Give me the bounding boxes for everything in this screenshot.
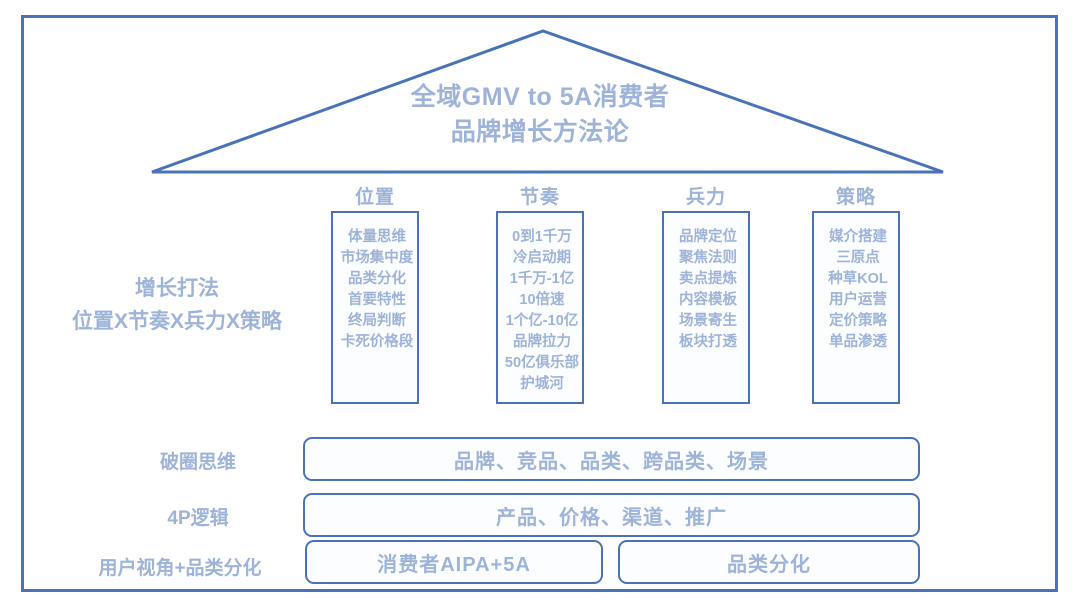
pillar-item: 护城河 (520, 376, 564, 392)
pillar-header: 位置 (354, 187, 395, 208)
pillar-box: 媒介搭建 三原点 种草KOL 用户运营 定价策略 单品渗透 (812, 211, 900, 404)
row-box-breakthrough: 品牌、竞品、品类、跨品类、场景 (303, 437, 920, 481)
pillar-item: 首要特性 (348, 292, 406, 308)
pillar-item: 定价策略 (829, 313, 887, 329)
pillar-item: 三原点 (836, 250, 880, 266)
row-box-4p: 产品、价格、渠道、推广 (303, 493, 920, 537)
pillar-header: 兵力 (685, 187, 726, 208)
growth-label-line-2: 位置X节奏X兵力X策略 (71, 310, 283, 333)
row-label-4p: 4P逻辑 (167, 508, 229, 529)
growth-label-line-1: 增长打法 (135, 277, 219, 300)
pillar-item: 0到1千万 (512, 229, 572, 245)
pillar-item: 单品渗透 (829, 334, 887, 350)
roof-triangle (151, 29, 944, 174)
pillar-item: 媒介搭建 (829, 229, 887, 245)
pillar-item: 1个亿-10亿 (505, 313, 579, 329)
row-box-category-differentiation: 品类分化 (618, 540, 920, 584)
page-title: 全域GMV to 5A消费者 品牌增长方法论 (0, 80, 1080, 150)
row-label-user-perspective: 用户视角+品类分化 (98, 558, 262, 579)
pillar-item: 50亿俱乐部 (504, 355, 580, 371)
pillar-item: 卖点提炼 (679, 271, 737, 287)
pillar-box: 体量思维 市场集中度 品类分化 首要特性 终局判断 卡死价格段 (331, 211, 419, 404)
pillar-item: 聚焦法则 (679, 250, 737, 266)
pillar-box: 品牌定位 聚焦法则 卖点提炼 内容模板 场景寄生 板块打透 (662, 211, 750, 404)
pillar-item: 1千万-1亿 (509, 271, 575, 287)
pillar-item-list: 品牌定位 聚焦法则 卖点提炼 内容模板 场景寄生 板块打透 (664, 213, 752, 353)
pillar-item: 市场集中度 (340, 250, 414, 266)
row-box-aipa-5a: 消费者AIPA+5A (305, 540, 603, 584)
growth-strategy-label: 增长打法 位置X节奏X兵力X策略 (32, 272, 322, 338)
pillar-item-list: 媒介搭建 三原点 种草KOL 用户运营 定价策略 单品渗透 (814, 213, 902, 353)
pillar-item: 种草KOL (828, 271, 888, 287)
pillar-header: 策略 (835, 187, 876, 208)
pillar-item-list: 体量思维 市场集中度 品类分化 首要特性 终局判断 卡死价格段 (333, 213, 421, 353)
pillar-item: 内容模板 (679, 292, 737, 308)
pillar-item-list: 0到1千万 冷启动期 1千万-1亿 10倍速 1个亿-10亿 品牌拉力 50亿俱… (498, 213, 586, 395)
pillar-item: 板块打透 (679, 334, 737, 350)
title-line-2: 品牌增长方法论 (450, 118, 630, 146)
pillar-item: 场景寄生 (679, 313, 737, 329)
pillar-item: 卡死价格段 (340, 334, 414, 350)
pillar-item: 品牌拉力 (513, 334, 571, 350)
title-line-1: 全域GMV to 5A消费者 (410, 83, 670, 111)
pillar-item: 10倍速 (519, 292, 565, 308)
pillar-item: 冷启动期 (513, 250, 571, 266)
pillar-item: 终局判断 (348, 313, 406, 329)
row-label-breakthrough: 破圈思维 (159, 452, 236, 473)
pillar-item: 体量思维 (348, 229, 406, 245)
pillar-item: 品牌定位 (679, 229, 737, 245)
pillar-item: 用户运营 (829, 292, 887, 308)
pillar-header: 节奏 (519, 187, 560, 208)
outer-frame-border (21, 15, 1058, 592)
pillar-box: 0到1千万 冷启动期 1千万-1亿 10倍速 1个亿-10亿 品牌拉力 50亿俱… (496, 211, 584, 404)
pillar-item: 品类分化 (348, 271, 406, 287)
